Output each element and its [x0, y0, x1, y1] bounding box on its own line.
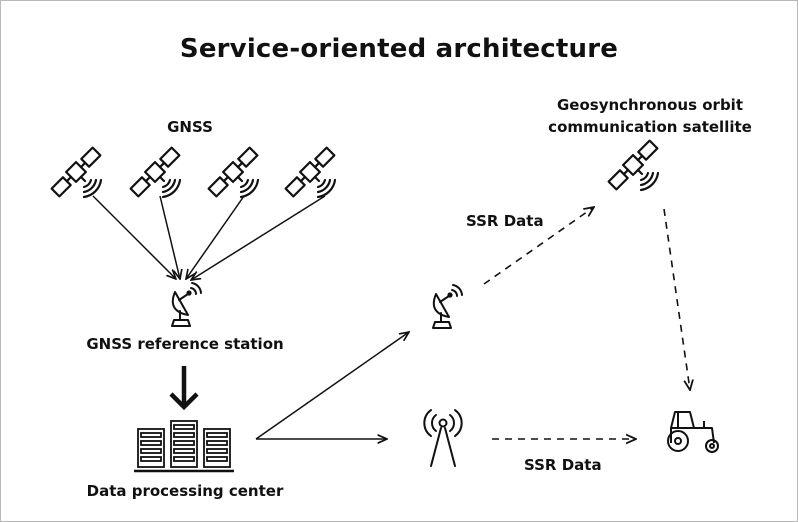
gnss-satellite-icon	[49, 145, 103, 199]
geo-satellite-label-line1: Geosynchronous orbit	[556, 96, 743, 114]
arrow-down-icon	[169, 366, 199, 411]
ssr-downlink-dashed-arrow	[663, 208, 690, 390]
ssr-data-label-lower: SSR Data	[524, 456, 602, 474]
ssr-data-label-upper: SSR Data	[466, 212, 544, 230]
gnss-signal-arrow	[191, 195, 326, 280]
server-rack-icon	[134, 420, 234, 473]
gnss-signal-arrow	[159, 195, 180, 279]
uplink-dish-icon	[432, 284, 463, 329]
geo-satellite-icon	[606, 138, 660, 192]
geo-satellite-label-line2: communication satellite	[548, 118, 752, 136]
gnss-label: GNSS	[167, 118, 213, 136]
radio-tower-icon	[423, 409, 463, 467]
gnss-satellite-icon	[283, 145, 337, 199]
gnss-satellite-icon	[128, 145, 182, 199]
data-center-label: Data processing center	[86, 482, 284, 500]
diagram-title: Service-oriented architecture	[179, 34, 619, 64]
tractor-icon	[667, 411, 719, 453]
gnss-satellite-icon	[206, 145, 260, 199]
gnss-signal-arrow	[186, 195, 245, 279]
reference-station-label: GNSS reference station	[86, 335, 284, 353]
gnss-signal-arrow	[92, 195, 176, 279]
ssr-uplink-dashed-arrow	[483, 207, 594, 285]
data-link-to-dish-arrow	[255, 332, 409, 440]
reference-station-dish-icon	[171, 282, 202, 327]
